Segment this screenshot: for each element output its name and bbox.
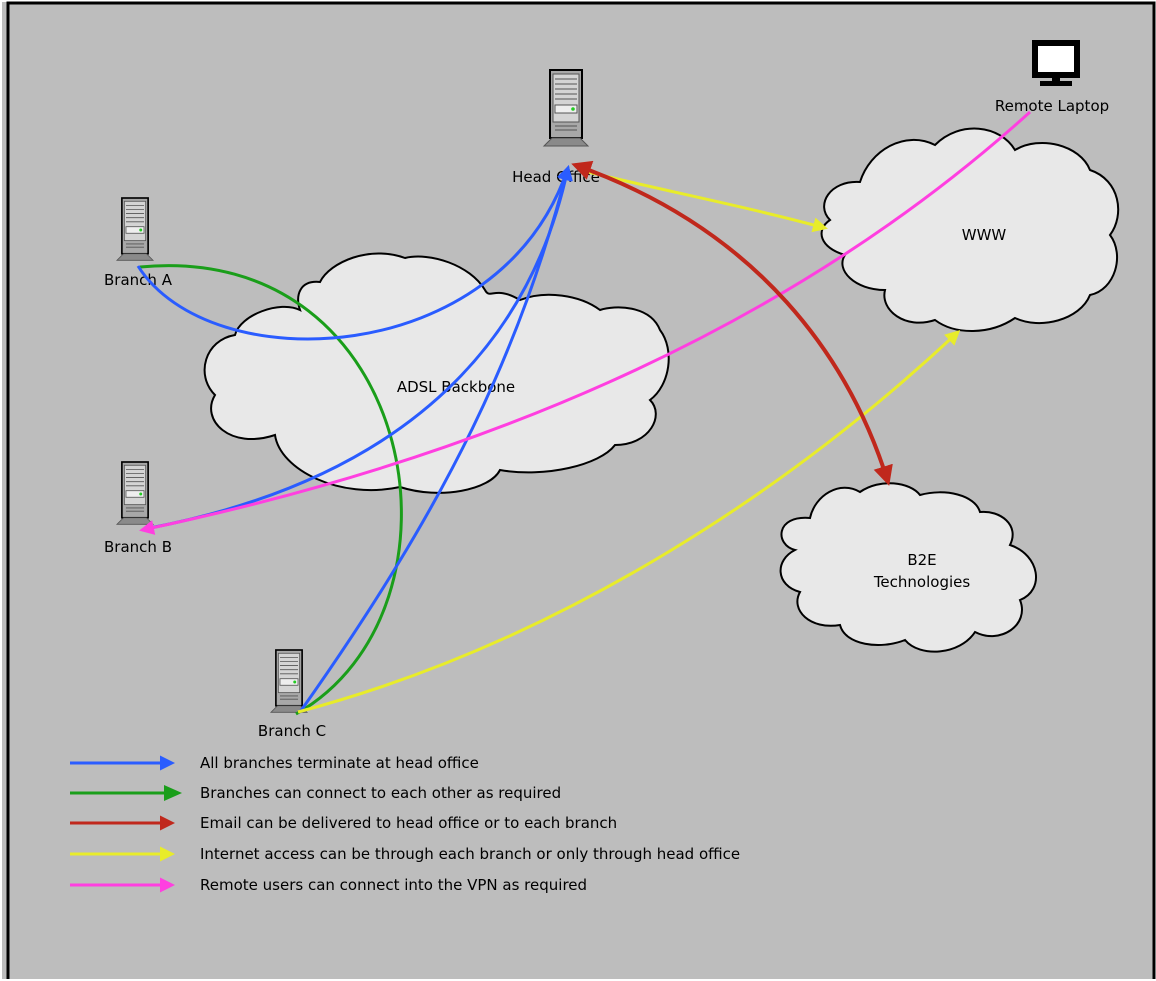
branch-c-server-icon bbox=[270, 649, 308, 714]
legend-text: Branches can connect to each other as re… bbox=[200, 784, 561, 802]
b2e-label-line2: Technologies bbox=[873, 573, 971, 591]
legend-text: Email can be delivered to head office or… bbox=[200, 814, 617, 832]
legend-text: All branches terminate at head office bbox=[200, 754, 479, 772]
legend-item: Email can be delivered to head office or… bbox=[70, 814, 617, 832]
red-link-head-office-b2e bbox=[571, 160, 893, 486]
head-office-server-icon bbox=[543, 69, 589, 147]
green-link-branch-a-branch-c bbox=[139, 264, 403, 716]
b2e-label-line1: B2E bbox=[907, 551, 936, 569]
legend-text: Remote users can connect into the VPN as… bbox=[200, 876, 587, 894]
legend-text: Internet access can be through each bran… bbox=[200, 845, 740, 863]
legend-item: Remote users can connect into the VPN as… bbox=[70, 876, 587, 894]
remote-laptop-label: Remote Laptop bbox=[995, 97, 1109, 115]
adsl-backbone-label: ADSL Backbone bbox=[397, 378, 515, 396]
blue-link-branch-a-head-office bbox=[136, 165, 572, 341]
branch-b-label: Branch B bbox=[104, 538, 172, 556]
branch-a-label: Branch A bbox=[104, 271, 173, 289]
legend-arrowhead-green bbox=[164, 785, 182, 801]
legend: All branches terminate at head office Br… bbox=[70, 754, 740, 894]
blue-link-branch-c-head-office bbox=[298, 165, 573, 713]
remote-laptop-icon bbox=[1032, 40, 1080, 86]
www-label: WWW bbox=[962, 226, 1007, 244]
branch-a-server-icon bbox=[116, 197, 154, 262]
branch-b-server-icon bbox=[116, 461, 154, 526]
legend-item: Internet access can be through each bran… bbox=[70, 845, 740, 863]
b2e-cloud bbox=[779, 482, 1037, 653]
legend-item: Branches can connect to each other as re… bbox=[70, 784, 561, 802]
branch-c-label: Branch C bbox=[258, 722, 326, 740]
diagram-frame bbox=[6, 1, 1156, 979]
legend-item: All branches terminate at head office bbox=[70, 754, 479, 772]
